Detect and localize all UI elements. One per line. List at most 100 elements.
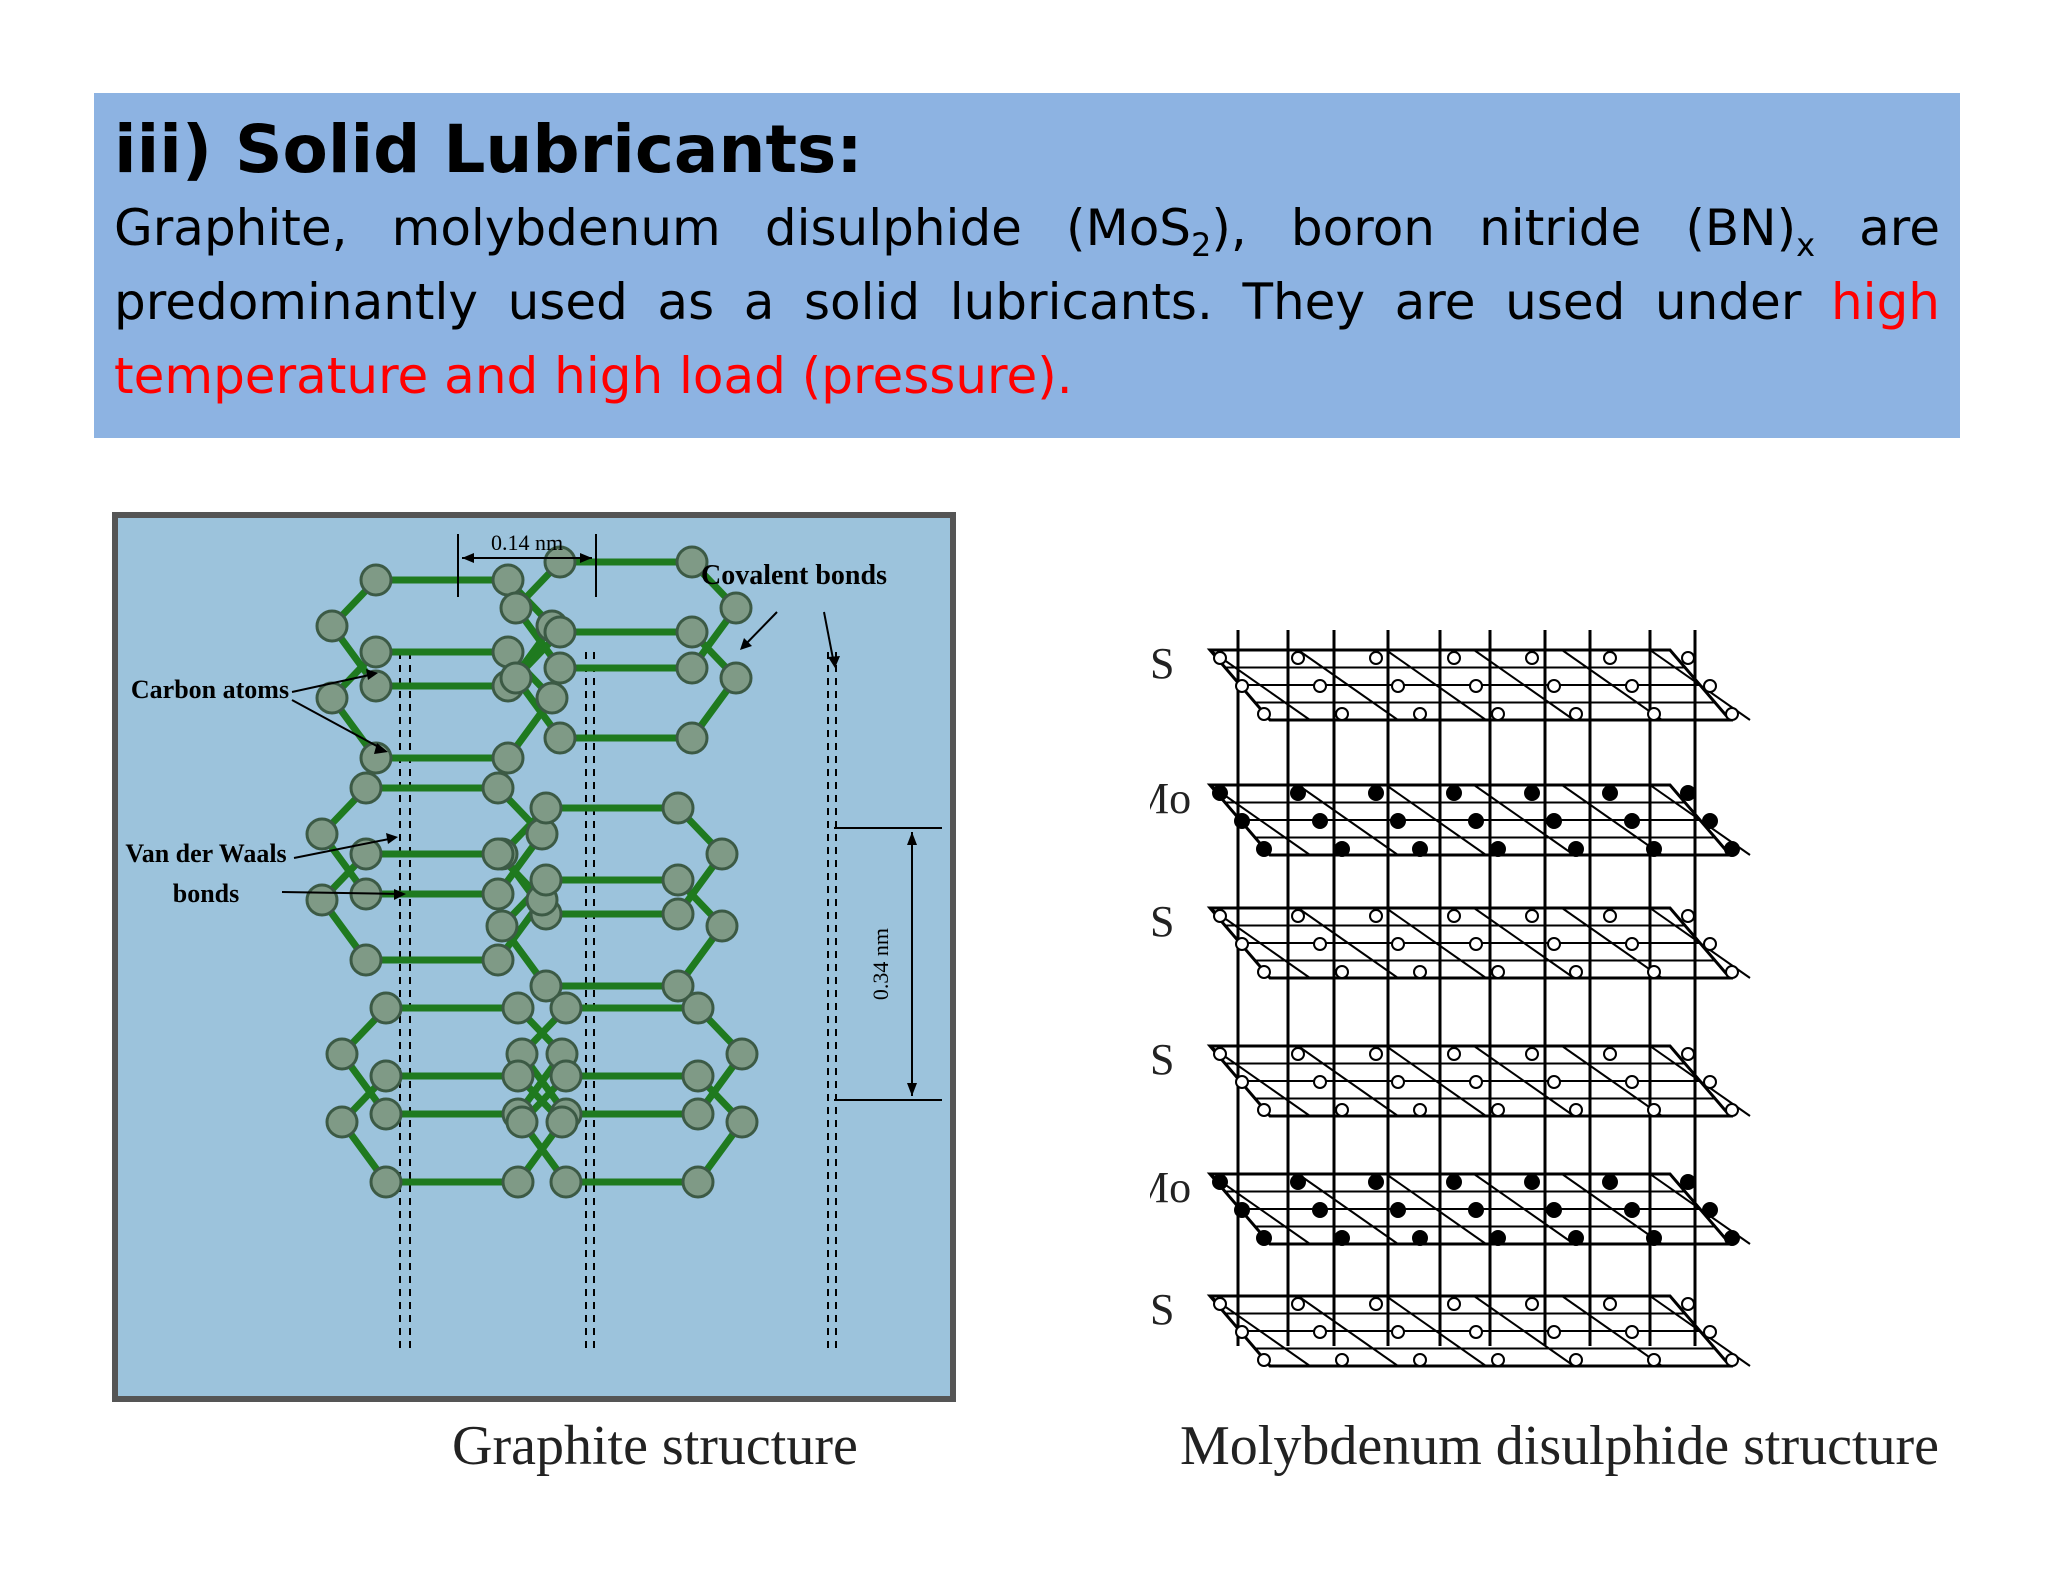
para-text-2: ), boron nitride (BN) [1211,199,1797,257]
mo-atom [1390,813,1406,829]
mo-atom [1446,785,1462,801]
s-atom [1603,1297,1617,1311]
carbon-atom [499,591,533,625]
s-atom [1625,937,1639,951]
para-text-1: Graphite, molybdenum disulphide (MoS [114,199,1192,257]
s-atom [1469,937,1483,951]
carbon-atom [305,817,339,851]
carbon-atom [501,1059,535,1093]
mo-atom [1702,813,1718,829]
carbon-atom [315,609,349,643]
carbon-atom [481,771,515,805]
mos2-lattice-diagonal [1561,1173,1663,1245]
s-atom [1491,707,1505,721]
s-atom [1235,937,1249,951]
carbon-atom [359,563,393,597]
s-atom [1291,651,1305,665]
s-atom [1603,1047,1617,1061]
s-atom [1447,909,1461,923]
s-atom [1547,1325,1561,1339]
s-atom [1213,1047,1227,1061]
spacing-dimension [457,534,597,597]
s-atom [1413,1103,1427,1117]
mo-atom [1390,1202,1406,1218]
s-atom [1257,1353,1271,1367]
s-atom [1703,1325,1717,1339]
s-atom [1257,1103,1271,1117]
para-sub-2: x [1796,226,1816,264]
carbon-atom [325,1037,359,1071]
mos2-lattice-diagonal [1297,1045,1399,1117]
mo-atom [1334,1230,1350,1246]
s-atom [1525,651,1539,665]
s-atom [1703,1075,1717,1089]
carbon-atom [501,1165,535,1199]
s-atom [1335,965,1349,979]
mos2-lattice-diagonal [1385,649,1487,721]
s-atom [1725,965,1739,979]
mos2-lattice-diagonal [1473,1173,1575,1245]
s-atom [1547,679,1561,693]
carbon-atom [681,1165,715,1199]
mo-atom [1680,785,1696,801]
mos2-svg: SMoSSMoS [1130,630,1751,1368]
mos2-lattice-diagonal [1385,784,1487,856]
s-atom [1703,937,1717,951]
carbon-atom [545,1105,579,1139]
s-atom [1725,1353,1739,1367]
carbon-atom [543,651,577,685]
s-atom [1391,1075,1405,1089]
s-atom [1413,1353,1427,1367]
mo-atom [1568,841,1584,857]
s-atom [1235,1325,1249,1339]
label-vdw-line2: bonds [173,879,240,908]
s-atom [1603,651,1617,665]
covalent-arrow-2 [823,611,835,665]
carbon-atom [675,651,709,685]
carbon-atom [675,545,709,579]
mo-atom [1234,813,1250,829]
carbon-atom [725,1037,759,1071]
label-covalent-bonds: Covalent bonds [701,560,887,591]
carbon-atom [681,991,715,1025]
s-atom [1335,1353,1349,1367]
s-atom [1525,1047,1539,1061]
mo-atom [1680,1174,1696,1190]
s-atom [1213,1297,1227,1311]
carbon-atom [549,991,583,1025]
mos2-layers [1206,648,1751,1368]
s-atom [1413,707,1427,721]
mos2-lattice-diagonal [1561,907,1663,979]
carbon-atom [661,863,695,897]
s-atom [1447,651,1461,665]
carbon-atom [719,591,753,625]
s-atom [1525,1297,1539,1311]
s-atom [1369,1297,1383,1311]
carbon-atom [705,909,739,943]
mo-atom [1312,813,1328,829]
graphite-caption: Graphite structure [452,1415,858,1477]
s-atom [1291,1297,1305,1311]
mos2-lattice-diagonal [1473,1295,1575,1367]
carbon-atom [661,969,695,1003]
mo-atom [1212,785,1228,801]
carbon-atom [349,771,383,805]
s-atom [1413,965,1427,979]
s-atom [1391,937,1405,951]
mos2-lattice-diagonal [1561,1295,1663,1367]
carbon-atom [725,1105,759,1139]
carbon-atom [505,1105,539,1139]
carbon-atom [491,741,525,775]
s-atom [1625,1325,1639,1339]
mos2-lattice-diagonal [1209,1295,1311,1367]
s-atom [1525,909,1539,923]
carbon-atom [661,791,695,825]
mos2-layer-label: S [1150,1285,1174,1334]
title-banner: iii) Solid Lubricants: Graphite, molybde… [94,93,1960,438]
covalent-arrowhead-1 [740,638,752,650]
s-atom [1447,1297,1461,1311]
label-interlayer: 0.34 nm [868,928,893,1000]
para-sub-1: 2 [1191,226,1212,264]
s-atom [1569,1353,1583,1367]
interlayer-dimension [834,827,942,1101]
